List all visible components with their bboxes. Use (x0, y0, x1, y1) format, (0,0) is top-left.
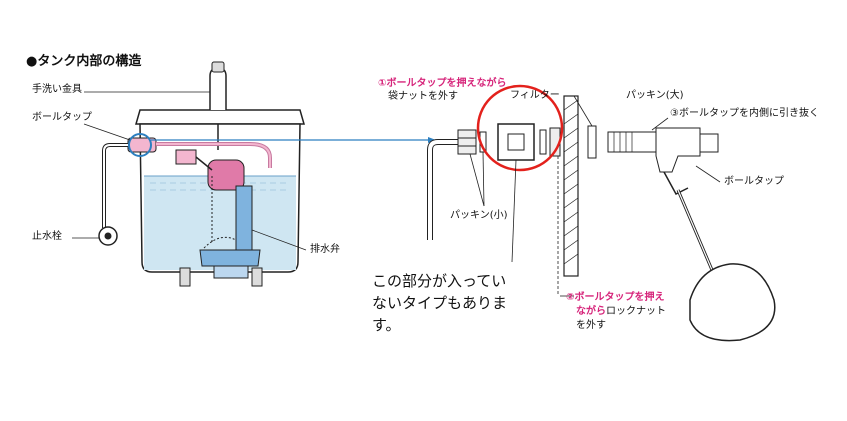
note-line: す。 (372, 316, 401, 334)
diagram-title: ●タンク内部の構造 (26, 54, 142, 69)
supply-pipe (98, 143, 128, 246)
label-step2-line2: ながらロックナット (576, 306, 666, 317)
drain-valve (199, 176, 261, 279)
label-ball-tap-detail: ボールタップ (724, 176, 784, 187)
label-packing-small: パッキン(小) (450, 210, 508, 221)
tank-wall (563, 95, 579, 277)
label-packing-large: パッキン(大) (626, 90, 684, 101)
label-ball-tap: ボールタップ (32, 112, 92, 123)
label-hand-wash: 手洗い金具 (32, 84, 82, 95)
ball-tap-assembly (127, 137, 272, 191)
label-step3: ③ボールタップを内側に引き抜く (670, 108, 819, 119)
filter-highlight (476, 84, 564, 172)
label-drain-valve: 排水弁 (310, 244, 340, 255)
detail-view (427, 95, 776, 342)
label-step2-line3: を外す (576, 320, 606, 331)
label-step2: ②ボールタップを押え (566, 292, 665, 303)
bag-nut (457, 129, 477, 155)
ball-tap-highlight (128, 133, 152, 157)
label-filter: フィルター (510, 90, 560, 101)
packing-large (587, 125, 597, 159)
toilet-tank (135, 109, 305, 273)
label-step1: ①ボールタップを押えながら (378, 78, 507, 89)
note-line: この部分が入ってい (372, 272, 507, 290)
float-ball (689, 263, 776, 342)
note-text: この部分が入ってい ないタイプもありま す。 (372, 270, 507, 336)
note-line: ないタイプもありま (372, 294, 508, 312)
label-step1-action: 袋ナットを外す (388, 91, 458, 102)
label-stop-valve: 止水栓 (32, 231, 62, 242)
